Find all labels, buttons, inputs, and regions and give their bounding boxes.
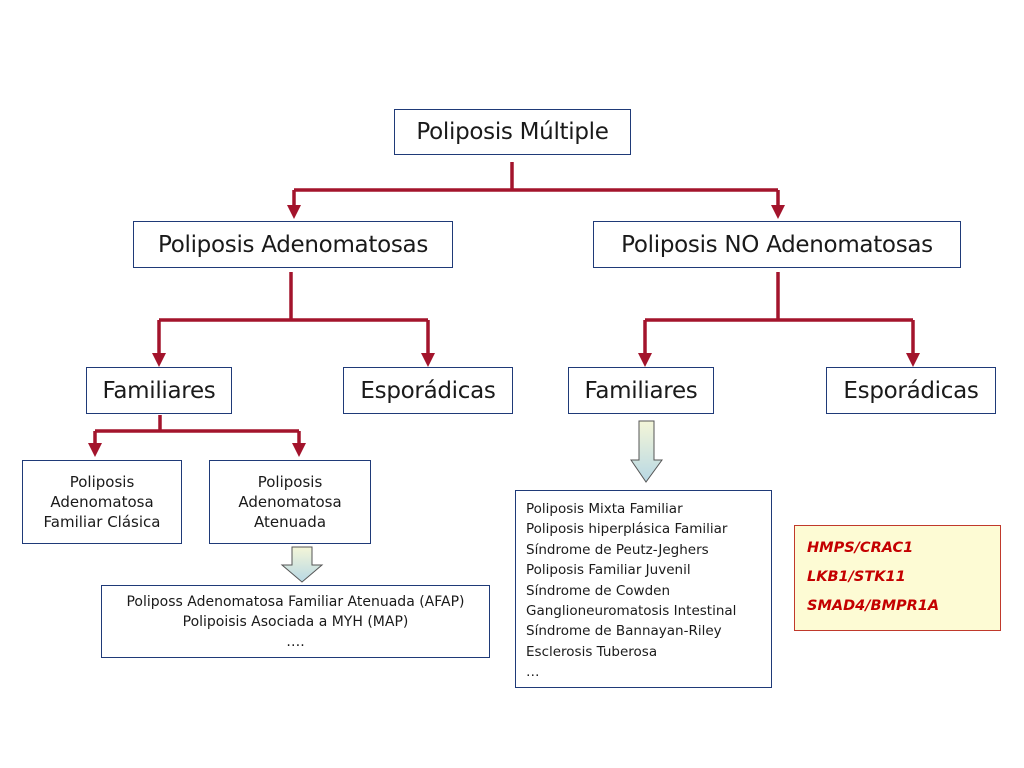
node-familiares-adenomatosas: Familiares: [86, 367, 232, 414]
list-item: Poliposis Familiar Juvenil: [526, 562, 691, 579]
node-poliposis-adenomatosa-familiar-clasica: Poliposis Adenomatosa Familiar Clásica: [22, 460, 182, 544]
node-label: Poliposis Adenomatosas: [157, 231, 429, 258]
node-line: Poliposis: [69, 473, 135, 491]
list-item: Poliposis hiperplásica Familiar: [526, 521, 728, 538]
node-label: Esporádicas: [360, 377, 496, 404]
list-item: Síndrome de Bannayan-Riley: [526, 623, 722, 640]
gene-label: HMPS/CRAC1: [807, 540, 914, 556]
node-esporadicas-no-adenomatosas: Esporádicas: [826, 367, 996, 414]
list-item: Síndrome de Cowden: [526, 582, 671, 599]
block-arrow-atenuada: [280, 546, 324, 583]
node-esporadicas-adenomatosas: Esporádicas: [343, 367, 513, 414]
node-poliposis-no-adenomatosas: Poliposis NO Adenomatosas: [593, 221, 961, 268]
node-line: Adenomatosa: [238, 493, 342, 511]
genes-box: HMPS/CRAC1 LKB1/STK11 SMAD4/BMPR1A: [794, 525, 1001, 631]
detail-line: Polipoisis Asociada a MYH (MAP): [182, 613, 409, 630]
node-label: Esporádicas: [843, 377, 979, 404]
node-line: Familiar Clásica: [43, 513, 161, 531]
node-poliposis-multiple: Poliposis Múltiple: [394, 109, 631, 155]
list-item: Síndrome de Peutz-Jeghers: [526, 541, 709, 558]
node-label: Poliposis Múltiple: [416, 119, 609, 145]
node-label: Familiares: [584, 377, 698, 404]
node-poliposis-adenomatosa-atenuada: Poliposis Adenomatosa Atenuada: [209, 460, 371, 544]
node-label: Familiares: [102, 377, 216, 404]
node-line: Poliposis: [257, 473, 323, 491]
list-item: …: [526, 664, 540, 681]
list-item: Ganglioneuromatosis Intestinal: [526, 603, 737, 620]
gene-label: SMAD4/BMPR1A: [807, 598, 940, 614]
node-atenuada-detail: Poliposs Adenomatosa Familiar Atenuada (…: [101, 585, 490, 658]
gene-label: LKB1/STK11: [807, 569, 906, 585]
node-poliposis-adenomatosas: Poliposis Adenomatosas: [133, 221, 453, 268]
node-familiares-no-adenomatosas: Familiares: [568, 367, 714, 414]
node-label: Poliposis NO Adenomatosas: [621, 231, 933, 258]
block-arrow-familiares-right: [630, 420, 663, 483]
node-no-adenomatosas-familiares-list: Poliposis Mixta Familiar Poliposis hiper…: [515, 490, 772, 688]
node-line: Adenomatosa: [50, 493, 154, 511]
detail-line: ….: [286, 633, 305, 650]
detail-line: Poliposs Adenomatosa Familiar Atenuada (…: [126, 593, 465, 610]
list-item: Esclerosis Tuberosa: [526, 643, 658, 660]
list-item: Poliposis Mixta Familiar: [526, 501, 683, 517]
node-line: Atenuada: [253, 513, 327, 531]
